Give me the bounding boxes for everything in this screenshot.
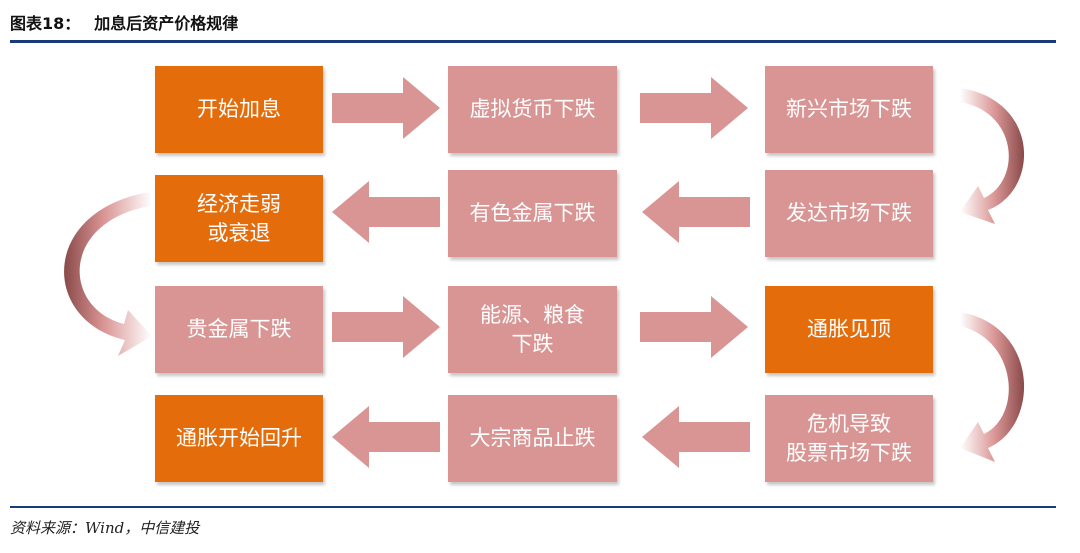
node-nonferrous-metals-decline: 有色金属下跌 — [448, 170, 617, 257]
node-label: 贵金属下跌 — [186, 317, 292, 341]
node-label-line-2: 下跌 — [511, 331, 554, 356]
node-label-line-1: 经济走弱 — [197, 191, 281, 216]
node-energy-grain-decline: 能源、粮食 下跌 — [448, 286, 617, 373]
source-note: 资料来源：Wind，中信建投 — [10, 519, 200, 537]
node-label-line-1: 能源、粮食 — [480, 302, 585, 327]
curved-arrow-right-1 — [960, 88, 1025, 224]
top-rule — [10, 40, 1056, 43]
node-crypto-decline: 虚拟货币下跌 — [448, 66, 617, 153]
node-emerging-market-decline: 新兴市场下跌 — [765, 66, 933, 153]
node-inflation-rebounds: 通胀开始回升 — [155, 395, 323, 482]
curved-arrow-right-2 — [960, 312, 1025, 462]
arrow-right-1 — [332, 77, 440, 139]
node-crisis-stock-decline: 危机导致 股票市场下跌 — [765, 395, 933, 482]
node-label: 虚拟货币下跌 — [469, 97, 596, 121]
bottom-rule — [10, 506, 1056, 508]
figure-title: 图表18： 加息后资产价格规律 — [10, 10, 238, 34]
node-label-line-1: 危机导致 — [807, 411, 891, 436]
figure-title-text: 加息后资产价格规律 — [94, 14, 239, 33]
node-label-line-2: 股票市场下跌 — [786, 440, 912, 465]
node-developed-market-decline: 发达市场下跌 — [765, 170, 933, 257]
node-label: 大宗商品止跌 — [469, 426, 596, 450]
node-inflation-peaks: 通胀见顶 — [765, 286, 933, 373]
node-precious-metals-decline: 贵金属下跌 — [155, 286, 323, 373]
node-start-rate-hike: 开始加息 — [155, 66, 323, 153]
arrow-right-2 — [640, 77, 748, 139]
node-label: 通胀开始回升 — [176, 426, 302, 450]
curved-arrow-left-1 — [64, 192, 152, 356]
arrow-left-3 — [642, 406, 750, 468]
node-economy-weakens: 经济走弱 或衰退 — [155, 175, 323, 262]
figure-label: 图表18： — [10, 14, 81, 33]
arrow-left-2 — [332, 181, 440, 243]
arrow-left-4 — [332, 406, 440, 468]
node-label: 新兴市场下跌 — [786, 97, 912, 121]
node-label: 开始加息 — [197, 97, 281, 121]
arrow-right-3 — [332, 296, 440, 358]
arrow-right-4 — [640, 296, 748, 358]
node-label: 通胀见顶 — [807, 317, 891, 341]
node-label: 发达市场下跌 — [786, 201, 912, 225]
arrow-left-1 — [642, 181, 750, 243]
node-label-line-2: 或衰退 — [207, 220, 271, 245]
node-label: 有色金属下跌 — [469, 201, 596, 225]
node-commodities-stop-falling: 大宗商品止跌 — [448, 395, 617, 482]
